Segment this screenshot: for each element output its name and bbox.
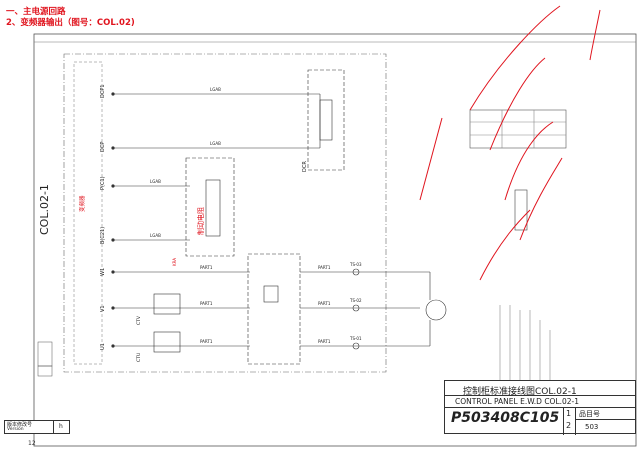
version-label: 版本修改号 — [7, 422, 33, 428]
page-number: 12 — [28, 440, 36, 447]
item-value: 503 — [585, 423, 599, 431]
dcr-block — [307, 69, 345, 171]
ct-block — [153, 293, 181, 315]
svg-text:CTU: CTU — [136, 353, 142, 362]
terminal-label: B(C21) — [100, 227, 106, 244]
title-block: 控制柜标准接线图COL.02-1 CONTROL PANEL E.W.D COL… — [444, 380, 636, 435]
inverter-red-label: 变频器 — [78, 195, 86, 212]
terminal-label: V1 — [100, 305, 106, 312]
terminal-label: P(C1) — [100, 176, 106, 190]
inverter-box — [73, 61, 103, 365]
brake-resistor-block — [185, 157, 235, 257]
svg-text:TS-03: TS-03 — [349, 262, 362, 267]
svg-text:PART1: PART1 — [200, 339, 213, 344]
version-value: h — [59, 423, 63, 430]
version-block: 版本修改号 Version h — [4, 420, 70, 434]
page-denominator: 2 — [566, 421, 572, 430]
title-cn: 控制柜标准接线图COL.02-1 — [463, 387, 577, 397]
svg-text:CTV: CTV — [136, 315, 142, 325]
svg-text:LGAB: LGAB — [150, 233, 161, 238]
svg-text:PART1: PART1 — [200, 301, 213, 306]
terminal-label: W1 — [100, 268, 106, 276]
terminal-label: DCP — [100, 142, 106, 152]
svg-text:PART1: PART1 — [318, 339, 331, 344]
motor-symbol — [425, 299, 447, 321]
terminal-labels: DCP1 DCP P(C1) B(C21) W1 V1 U1 — [100, 84, 106, 350]
terminal-label: U1 — [100, 343, 106, 350]
svg-text:PART1: PART1 — [200, 265, 213, 270]
drawing-number: P503408C105 — [451, 410, 560, 426]
sheet-label: COL.02-1 — [38, 184, 51, 235]
svg-text:TS-02: TS-02 — [349, 298, 362, 303]
ct-block — [153, 331, 181, 353]
panel-border — [63, 53, 387, 373]
svg-text:LGAB: LGAB — [150, 179, 161, 184]
terminal-label: DCP1 — [100, 84, 106, 98]
svg-text:PART1: PART1 — [318, 265, 331, 270]
item-label: 品目号 — [579, 410, 600, 418]
dcr-label: DCR — [302, 161, 308, 172]
handwritten-red-marks — [419, 5, 601, 281]
page-numerator: 1 — [566, 409, 572, 418]
svg-text:LGAB: LGAB — [210, 141, 221, 146]
wires — [112, 93, 431, 347]
svg-text:PART1: PART1 — [318, 301, 331, 306]
sheet-frame — [33, 33, 637, 447]
section-heading-main-power: 一、主电源回路 — [6, 7, 66, 17]
svg-text:KRA: KRA — [172, 258, 177, 266]
version-sub: Version — [7, 427, 24, 432]
svg-text:TS-01: TS-01 — [349, 336, 362, 341]
section-heading-inverter-output: 2、变频器输出（图号：COL.02) — [6, 18, 135, 28]
title-en: CONTROL PANEL E.W.D COL.02-1 — [455, 397, 580, 406]
svg-text:LGAB: LGAB — [210, 87, 221, 92]
brake-resistor-label: 制动电阻 — [196, 207, 205, 235]
contactor-block — [247, 253, 301, 365]
